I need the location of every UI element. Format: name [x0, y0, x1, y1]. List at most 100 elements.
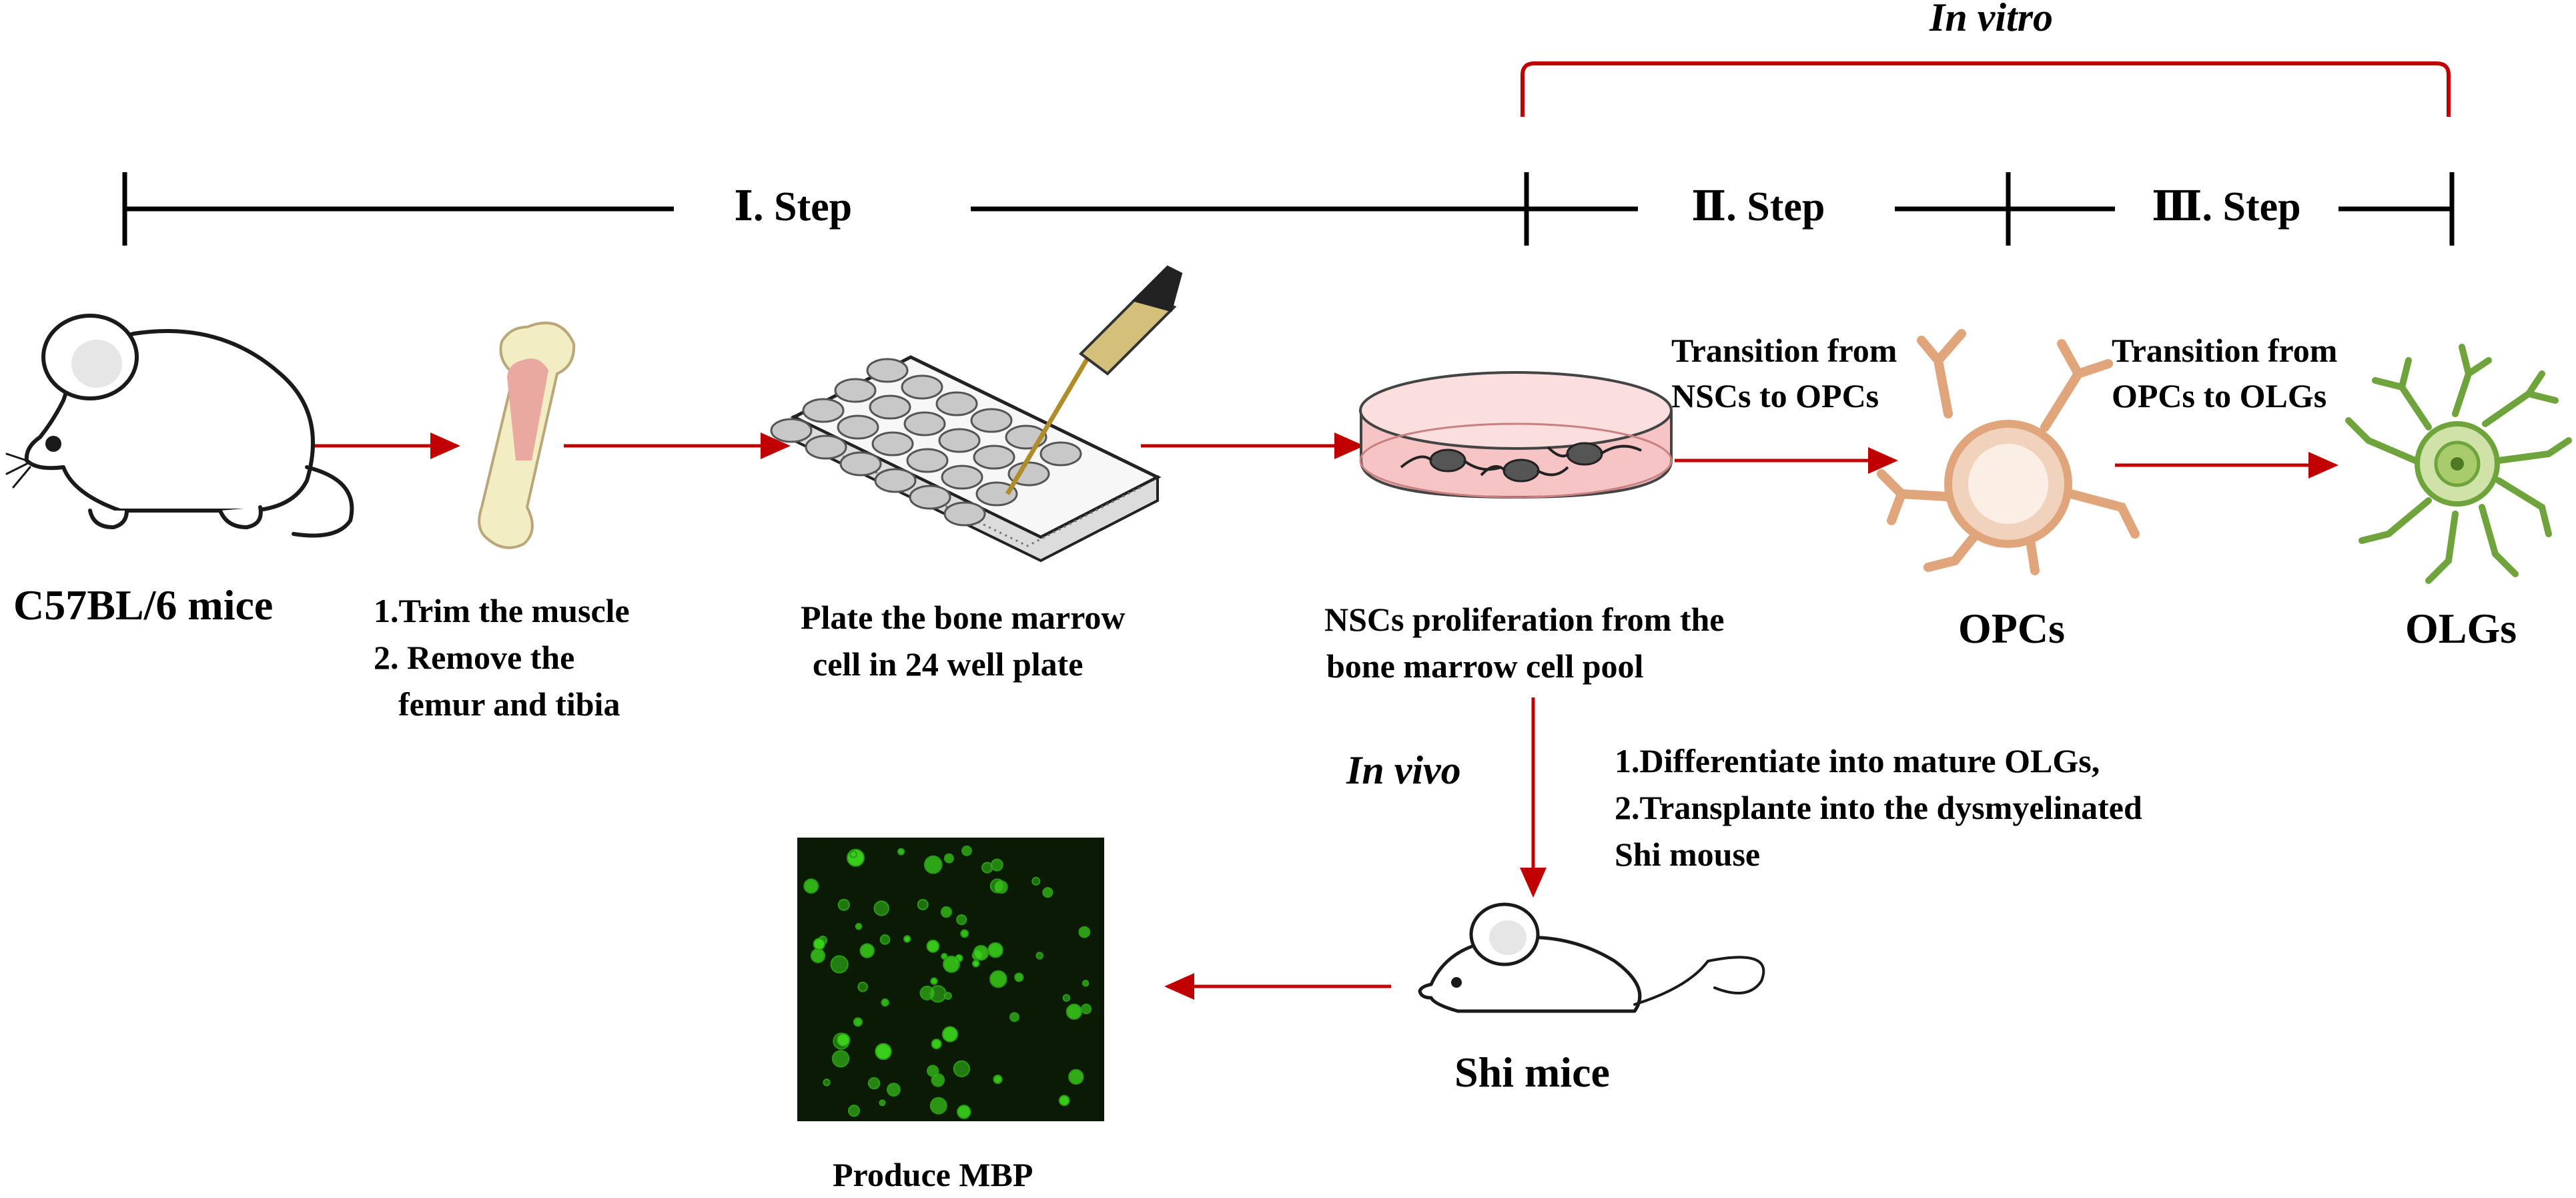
mbp-cell	[823, 1079, 831, 1087]
mbp-cell	[881, 998, 889, 1007]
transition-1-line-1: Transition from	[1671, 332, 1897, 369]
opc-cell-icon	[1877, 329, 2140, 575]
well	[901, 374, 943, 400]
in-vitro-bracket	[1521, 61, 2451, 117]
mbp-cell	[813, 938, 826, 950]
well	[837, 414, 879, 440]
in-vivo-label: In vivo	[1346, 748, 1461, 792]
well	[1007, 461, 1050, 487]
mbp-cell	[960, 929, 969, 938]
step-timeline	[122, 172, 2455, 246]
well	[938, 428, 981, 453]
mbp-cell	[830, 955, 849, 974]
mbp-cell	[930, 977, 938, 985]
well-plate-icon	[770, 265, 1183, 563]
mbp-cell	[1065, 1003, 1083, 1020]
in-vivo-line-1: 1.Differentiate into mature OLGs,	[1615, 742, 2100, 780]
well	[970, 408, 1013, 433]
shi-mouse-icon	[1418, 902, 1765, 1013]
mbp-cell	[923, 855, 943, 874]
mbp-cell	[957, 1105, 971, 1119]
mbp-cell	[803, 878, 819, 894]
mouse-label: C57BL/6 mice	[13, 581, 274, 629]
mbp-cell	[993, 1075, 1003, 1085]
transition-1-line-2: NSCs to OPCs	[1671, 377, 1879, 414]
dish-step-line-2: bone marrow cell pool	[1326, 647, 1644, 685]
step-2-label: Ⅱ. Step	[1691, 184, 1825, 230]
mbp-cell	[857, 981, 868, 992]
produce-mbp-label: Produce MBP	[833, 1156, 1033, 1193]
well	[839, 451, 882, 477]
mbp-cell	[831, 1050, 850, 1068]
mbp-cell	[941, 1026, 959, 1042]
mbp-cell	[853, 1017, 863, 1027]
mbp-cell	[929, 985, 947, 1003]
well	[834, 378, 877, 403]
mbp-cell	[1081, 1003, 1092, 1014]
mbp-cell	[887, 1083, 901, 1097]
bone-step-line-3: femur and tibia	[398, 685, 620, 723]
mbp-cell	[859, 943, 875, 958]
mbp-cell	[1035, 952, 1043, 960]
mbp-cell	[1009, 1012, 1019, 1022]
process-arrows	[287, 432, 2338, 1000]
well	[805, 434, 847, 460]
well	[869, 394, 911, 420]
mbp-cell	[931, 1073, 945, 1087]
in-vivo-line-3: Shi mouse	[1615, 836, 1761, 873]
in-vivo-line-2: 2.Transplante into the dysmyelinated	[1615, 789, 2142, 826]
mbp-cell	[961, 845, 972, 856]
petri-dish-icon	[1359, 371, 1673, 499]
mbp-cell	[989, 970, 1007, 988]
mbp-cell	[1068, 1069, 1084, 1085]
mbp-cell	[1082, 980, 1090, 987]
in-vitro-label: In vitro	[1929, 0, 2054, 39]
plate-step-line-1: Plate the bone marrow	[801, 599, 1126, 636]
mbp-cell	[1042, 887, 1053, 898]
mbp-cell	[810, 948, 826, 964]
mbp-cell	[989, 878, 1005, 894]
well	[975, 481, 1018, 507]
mbp-cell	[836, 1032, 851, 1047]
well	[871, 431, 914, 457]
mouse-icon	[5, 314, 354, 538]
mbp-cell	[1058, 1095, 1070, 1107]
mbp-cell	[879, 1099, 886, 1107]
mbp-cell	[971, 959, 980, 968]
dish-step-line-1: NSCs proliferation from the	[1324, 601, 1725, 638]
transition-2-line-2: OPCs to OLGs	[2112, 377, 2327, 414]
step-1-label: Ⅰ. Step	[734, 184, 853, 230]
mbp-cell	[943, 853, 954, 864]
bone-icon	[478, 321, 576, 549]
well	[935, 391, 978, 416]
bone-step-line-1: 1.Trim the muscle	[374, 592, 630, 629]
mbp-micrograph-icon	[797, 838, 1104, 1121]
well	[906, 448, 949, 473]
well	[1039, 441, 1082, 467]
mbp-cell	[929, 1097, 947, 1115]
mbp-cell	[879, 934, 891, 945]
well	[903, 411, 946, 436]
mbp-cell	[849, 850, 857, 858]
mbp-cell	[1062, 994, 1071, 1002]
mbp-cell	[1014, 972, 1024, 982]
mbp-cell	[1031, 876, 1041, 886]
mbp-cell	[943, 955, 960, 973]
shi-mice-label: Shi mice	[1454, 1049, 1610, 1096]
well	[866, 358, 909, 383]
transition-2-line-1: Transition from	[2112, 332, 2338, 369]
mbp-cell	[981, 862, 993, 874]
mbp-cell	[953, 1060, 970, 1078]
mbp-cell	[847, 848, 865, 867]
well	[973, 444, 1015, 470]
mbp-cell	[897, 848, 905, 856]
plate-step-line-2: cell in 24 well plate	[813, 645, 1084, 683]
mbp-cell	[987, 942, 1003, 958]
mbp-cell	[917, 898, 929, 910]
opcs-label: OPCs	[1958, 605, 2065, 652]
mbp-cell	[941, 952, 948, 960]
well	[874, 468, 917, 493]
mbp-cell	[956, 914, 967, 926]
mbp-cell	[940, 906, 952, 918]
